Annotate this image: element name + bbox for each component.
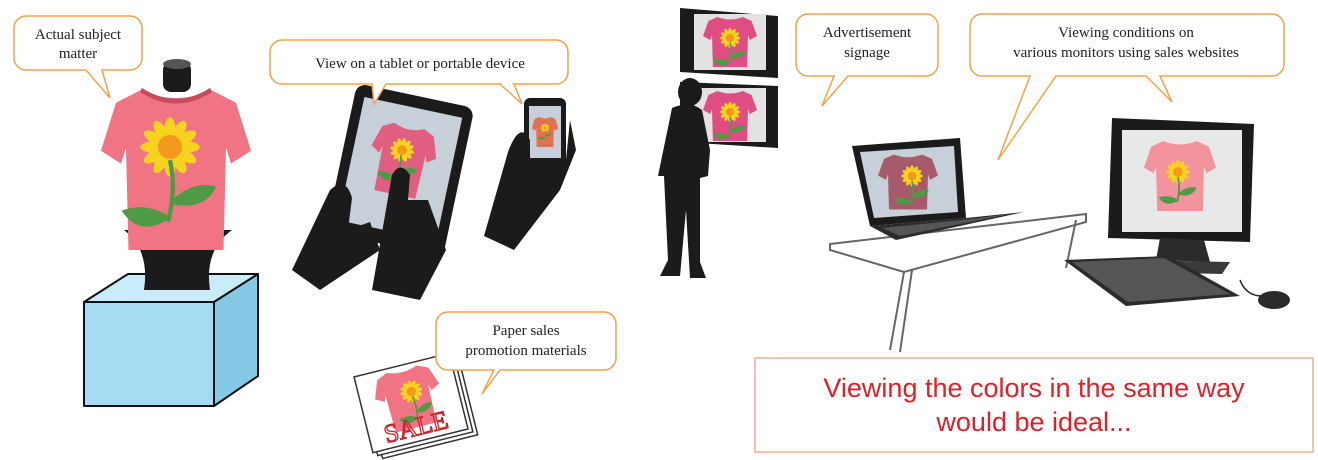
callout-signage-line1: Advertisement bbox=[823, 25, 912, 41]
ideal-message-line2: would be ideal... bbox=[936, 407, 1132, 437]
mannequin-display bbox=[83, 59, 259, 407]
callout-paper-line1: Paper sales bbox=[492, 323, 559, 339]
desktop-monitor bbox=[1108, 118, 1254, 274]
mouse bbox=[1239, 279, 1290, 309]
callout-paper-line2: promotion materials bbox=[465, 343, 586, 359]
keyboard bbox=[1064, 256, 1240, 306]
callout-monitors-line1: Viewing conditions on bbox=[1058, 25, 1194, 41]
callout-signage: Advertisement signage bbox=[795, 13, 939, 107]
callout-subject: Actual subject matter bbox=[13, 15, 143, 99]
callout-tablet-line1: View on a tablet or portable device bbox=[315, 56, 525, 72]
sale-magazine: SALE bbox=[353, 352, 479, 460]
callout-subject-line2: matter bbox=[59, 46, 97, 62]
hand-holding-phone bbox=[484, 120, 576, 250]
callout-monitors-line2: various monitors using sales websites bbox=[1013, 45, 1239, 61]
person-silhouette bbox=[658, 78, 710, 278]
laptop bbox=[852, 138, 1024, 240]
subject-shirt bbox=[101, 87, 251, 250]
callout-monitors: Viewing conditions on various monitors u… bbox=[969, 13, 1285, 161]
callout-tablet: View on a tablet or portable device bbox=[269, 39, 569, 107]
callout-paper: Paper sales promotion materials bbox=[435, 311, 617, 395]
advertisement-signage bbox=[658, 8, 778, 278]
ideal-message-line1: Viewing the colors in the same way bbox=[823, 373, 1245, 403]
smartphone-device bbox=[484, 98, 576, 250]
hands-holding-tablet bbox=[292, 167, 446, 300]
callout-signage-line2: signage bbox=[844, 45, 890, 61]
signage-screen-top bbox=[680, 8, 778, 78]
callout-subject-line1: Actual subject bbox=[35, 27, 122, 43]
desk bbox=[829, 212, 1087, 353]
tablet-device bbox=[292, 85, 473, 300]
pedestal-box bbox=[83, 273, 259, 407]
ideal-message-box: Viewing the colors in the same way would… bbox=[754, 357, 1314, 453]
